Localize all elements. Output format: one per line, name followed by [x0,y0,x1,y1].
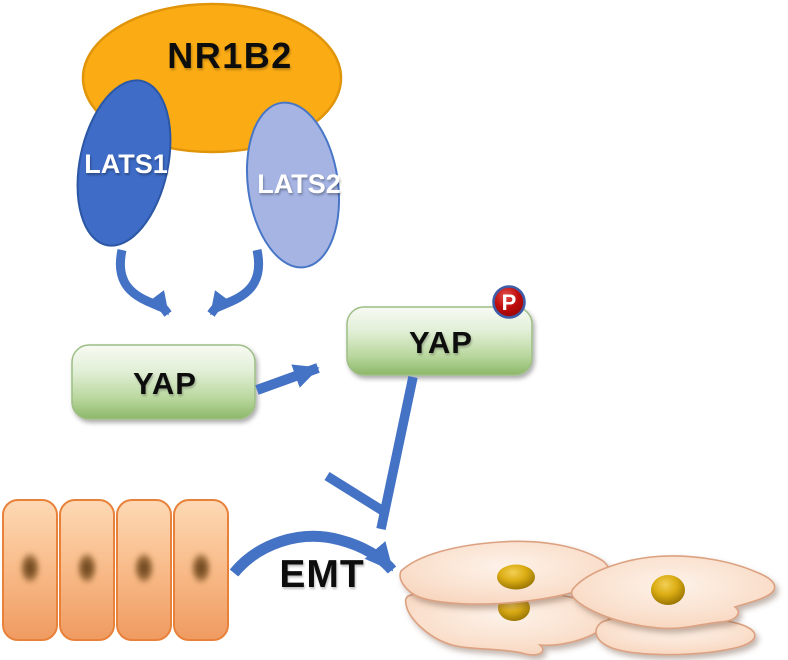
phosphorylation-arrow [255,363,320,395]
lats1-yap-arrow [115,249,172,317]
yap-label: YAP [133,366,197,401]
phospho-badge-label: P [502,290,517,315]
epithelial-cells [2,499,229,641]
lats1-label: LATS1 [84,149,168,179]
mesenchymal-nucleus [651,575,685,605]
yap-p-node [346,306,533,376]
nr1b2-label: NR1B2 [167,35,293,76]
emt-arrow [229,530,397,577]
epithelial-nucleus [19,551,41,585]
lats2-yap-arrow [207,249,264,317]
epithelial-nucleus [133,551,155,585]
inhibition-bar [324,471,386,516]
inhibition-line [376,376,418,530]
yap-p-label: YAP [409,325,473,360]
emt-label: EMT [279,553,364,596]
lats2-ellipse [245,101,341,269]
mesenchymal-nucleus [497,564,535,590]
phospho-badge [492,285,526,319]
lats2-label: LATS2 [257,169,341,199]
yap-node [71,344,256,420]
epithelial-nucleus [76,551,98,585]
mesenchymal-cells [399,540,776,656]
epithelial-nucleus [190,551,212,585]
lats1-ellipse [76,79,172,247]
